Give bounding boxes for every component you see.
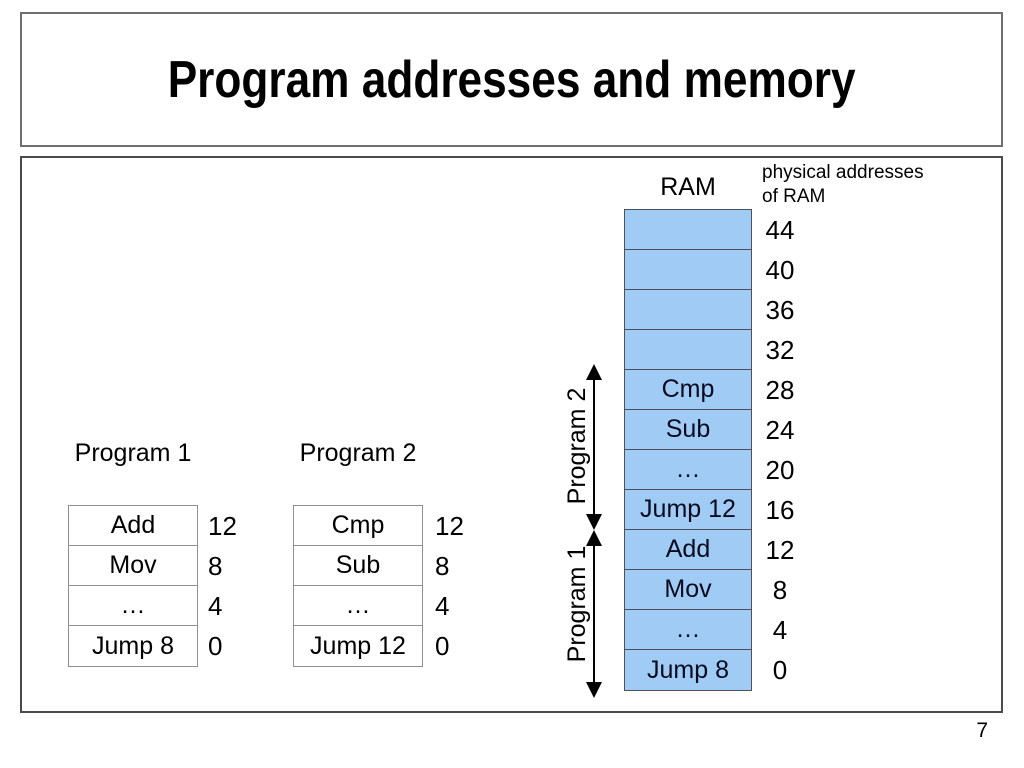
address-label: 36 xyxy=(765,294,795,325)
ram-table: Cmp Sub … Jump 12 Add Mov … Jump 8 xyxy=(624,209,752,691)
page-number: 7 xyxy=(976,719,988,742)
program1-address-column: 12 8 4 0 xyxy=(208,506,237,666)
program1-table: Add Mov … Jump 8 xyxy=(68,505,198,667)
instruction-text: Mov xyxy=(109,551,157,579)
note-line2: of RAM xyxy=(762,186,826,207)
address-label: 12 xyxy=(765,534,795,565)
ram-cell: … xyxy=(625,450,751,490)
slide-title: Program addresses and memory xyxy=(167,50,856,109)
address-label: 8 xyxy=(208,550,223,581)
address-label: 44 xyxy=(765,214,795,245)
ram-label: RAM xyxy=(660,173,716,201)
address-label: 16 xyxy=(765,494,795,525)
table-row: Jump 12 xyxy=(294,626,422,666)
ram-cell: Jump 12 xyxy=(625,490,751,530)
address-label: 8 xyxy=(435,550,450,581)
program2-label: Program 2 xyxy=(299,439,417,467)
address-label: 8 xyxy=(772,574,788,605)
table-row: … xyxy=(69,586,197,626)
program2-span-label: Program 2 xyxy=(563,387,591,505)
table-row: Add xyxy=(69,506,197,546)
ram-address-column: 44 40 36 32 28 24 20 16 12 8 4 0 xyxy=(756,210,804,690)
instruction-text: … xyxy=(345,591,371,619)
title-box: Program addresses and memory xyxy=(20,12,1003,147)
address-label: 0 xyxy=(772,654,788,685)
instruction-text: Jump 8 xyxy=(92,631,174,660)
physical-addresses-note: physical addresses of RAM xyxy=(762,161,962,209)
instruction-text: Sub xyxy=(335,551,381,579)
instruction-text: … xyxy=(675,455,701,483)
program-span-arrows-icon xyxy=(586,364,602,698)
table-row: Sub xyxy=(294,546,422,586)
program1-span-label: Program 1 xyxy=(563,545,591,663)
program2-address-column: 12 8 4 0 xyxy=(435,506,464,666)
address-label: 12 xyxy=(435,510,464,541)
table-row: Jump 8 xyxy=(69,626,197,666)
instruction-text: Jump 12 xyxy=(310,631,406,660)
address-label: 32 xyxy=(765,334,795,365)
address-label: 0 xyxy=(208,630,223,661)
ram-cell: … xyxy=(625,610,751,650)
address-label: 4 xyxy=(435,590,450,621)
address-label: 0 xyxy=(435,630,450,661)
table-row: … xyxy=(294,586,422,626)
ram-cell xyxy=(625,290,751,330)
address-label: 24 xyxy=(765,414,795,445)
table-row: Cmp xyxy=(294,506,422,546)
instruction-text: Add xyxy=(665,535,711,563)
ram-cell xyxy=(625,330,751,370)
instruction-text: Cmp xyxy=(331,511,385,539)
ram-cell: Sub xyxy=(625,410,751,450)
address-label: 12 xyxy=(208,510,237,541)
table-row: Mov xyxy=(69,546,197,586)
ram-cell xyxy=(625,210,751,250)
address-label: 4 xyxy=(208,590,223,621)
ram-cell: Cmp xyxy=(625,370,751,410)
instruction-text: Mov xyxy=(664,575,712,603)
program1-label: Program 1 xyxy=(74,439,192,467)
address-label: 20 xyxy=(765,454,795,485)
ram-cell xyxy=(625,250,751,290)
address-label: 28 xyxy=(765,374,795,405)
address-label: 4 xyxy=(772,614,788,645)
instruction-text: Jump 8 xyxy=(647,655,729,684)
instruction-text: Sub xyxy=(665,415,711,443)
ram-cell: Add xyxy=(625,530,751,570)
instruction-text: Add xyxy=(110,511,156,539)
instruction-text: Jump 12 xyxy=(640,495,736,523)
instruction-text: … xyxy=(675,615,701,643)
note-line1: physical addresses xyxy=(762,162,924,183)
ram-cell: Mov xyxy=(625,570,751,610)
instruction-text: … xyxy=(120,591,146,619)
instruction-text: Cmp xyxy=(661,375,715,403)
address-label: 40 xyxy=(765,254,795,285)
ram-cell: Jump 8 xyxy=(625,650,751,690)
program2-table: Cmp Sub … Jump 12 xyxy=(293,505,423,667)
